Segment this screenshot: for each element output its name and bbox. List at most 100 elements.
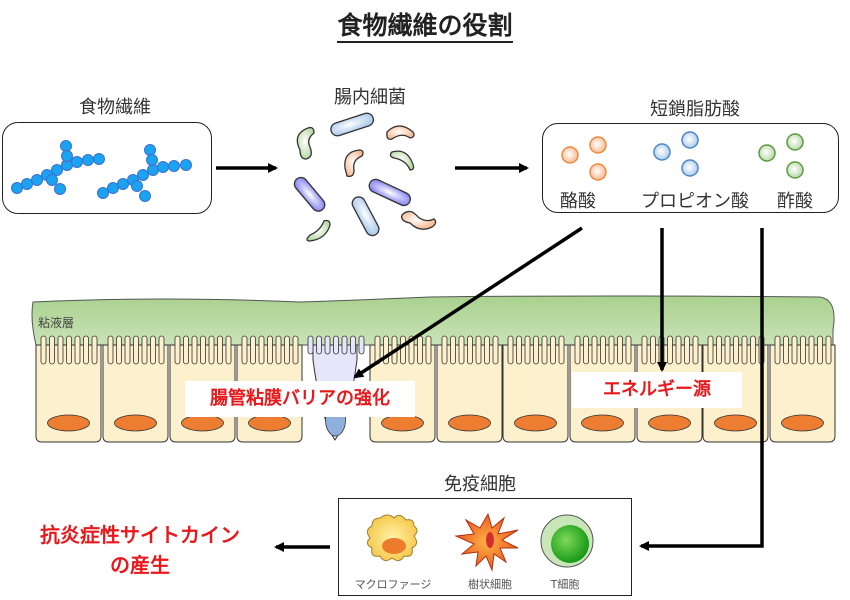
microvillus (617, 335, 623, 365)
propionic-acid-label: プロピオン酸 (641, 191, 749, 212)
cell-nucleus (581, 414, 624, 432)
microvillus (667, 335, 673, 365)
acetate-molecules (758, 133, 804, 179)
microvillus (724, 335, 731, 365)
title-text: 食物繊維の役割 (337, 11, 513, 43)
microvillus (475, 335, 482, 365)
microvillus (741, 335, 748, 365)
cell-nucleus (181, 414, 224, 432)
butyric-acid-label: 酪酸 (560, 191, 596, 212)
microvillus (774, 335, 781, 365)
microvillus (324, 335, 331, 355)
microvillus (284, 335, 290, 365)
microvillus (107, 335, 114, 365)
microvillus (316, 335, 322, 355)
mucus-layer-label: 粘液層 (38, 316, 75, 330)
microvillus (408, 335, 415, 365)
microvillus (417, 335, 423, 365)
microvillus (258, 335, 265, 365)
microvillus (333, 335, 339, 355)
microvillus (641, 335, 648, 365)
microvillus (707, 335, 714, 365)
microvillus (583, 335, 589, 365)
microvillus (467, 335, 473, 365)
microvillus (241, 335, 248, 365)
gut-bacteria-label: 腸内細菌 (334, 87, 406, 108)
microvillus (267, 335, 273, 365)
cell-nucleus (514, 414, 557, 432)
microvillus (400, 335, 406, 365)
microvillus (550, 335, 556, 365)
microvillus (650, 335, 656, 365)
microvillus (600, 335, 606, 365)
microvillus (558, 335, 565, 365)
microvillus (49, 335, 55, 365)
immune-cells-box (338, 498, 632, 596)
microvillus (40, 335, 47, 365)
dendritic-cell-icon (454, 512, 519, 572)
microvillus (217, 335, 223, 365)
microvillus (183, 335, 189, 365)
microvillus (791, 335, 798, 365)
microvillus (533, 335, 539, 365)
microvillus (750, 335, 756, 365)
microvillus (425, 335, 432, 365)
cell-nucleus (381, 414, 424, 432)
microvillus (574, 335, 581, 365)
acetic-acid-label: 酢酸 (777, 191, 813, 212)
microvillus (208, 335, 215, 365)
microvillus (450, 335, 456, 365)
cell-nucleus (248, 414, 291, 432)
cell-nucleus (47, 414, 90, 432)
cytokine-line-2: の産生 (110, 553, 170, 577)
butyrate-molecules (561, 136, 607, 181)
microvillus (625, 335, 632, 365)
microvillus (817, 335, 823, 365)
microvillus (608, 335, 615, 365)
t-cell-label: T細胞 (550, 578, 580, 591)
microvillus (692, 335, 699, 365)
dendritic-cell-label: 樹状細胞 (468, 578, 512, 591)
microvillus (484, 335, 490, 365)
microvillus (57, 335, 64, 365)
microvillus (124, 335, 131, 365)
fiber-molecule-icon (11, 140, 192, 202)
arrow-to-immune (639, 228, 764, 551)
microvillus (275, 335, 282, 365)
microvillus (733, 335, 739, 365)
microvillus (524, 335, 531, 365)
bacteria-icon (293, 112, 437, 242)
cell-nucleus (781, 414, 824, 432)
arrow-to-barrier (353, 226, 583, 379)
macrophage-label: マクロファージ (354, 578, 432, 591)
mucus-layer (31, 295, 835, 346)
microvillus (133, 335, 139, 365)
scfa-label: 短鎖脂肪酸 (650, 99, 740, 120)
microvillus (783, 335, 789, 365)
microvillus (191, 335, 198, 365)
microvillus (250, 335, 256, 365)
microvillus (66, 335, 72, 365)
microvillus (516, 335, 522, 365)
microvillus (441, 335, 448, 365)
microvillus (116, 335, 122, 365)
microvillus (91, 335, 98, 365)
barrier-effect-label: 腸管粘膜バリアの強化 (185, 381, 415, 417)
microvillus (341, 335, 348, 355)
dietary-fiber-label: 食物繊維 (79, 97, 151, 118)
energy-effect-label: エネルギー源 (572, 372, 742, 408)
microvillus (307, 335, 314, 355)
cell-nucleus (714, 414, 757, 432)
microvillus (684, 335, 690, 365)
propionate-molecules (653, 131, 699, 177)
microvillus (358, 335, 365, 355)
microvillus (174, 335, 181, 365)
immune-cells-label: 免疫細胞 (444, 474, 516, 495)
microvillus (150, 335, 156, 365)
microvillus (458, 335, 465, 365)
cell-nucleus (648, 414, 691, 432)
cytokine-line-1: 抗炎症性サイトカイン (40, 523, 240, 547)
microvillus (591, 335, 598, 365)
microvillus (716, 335, 722, 365)
microvillus (225, 335, 232, 365)
